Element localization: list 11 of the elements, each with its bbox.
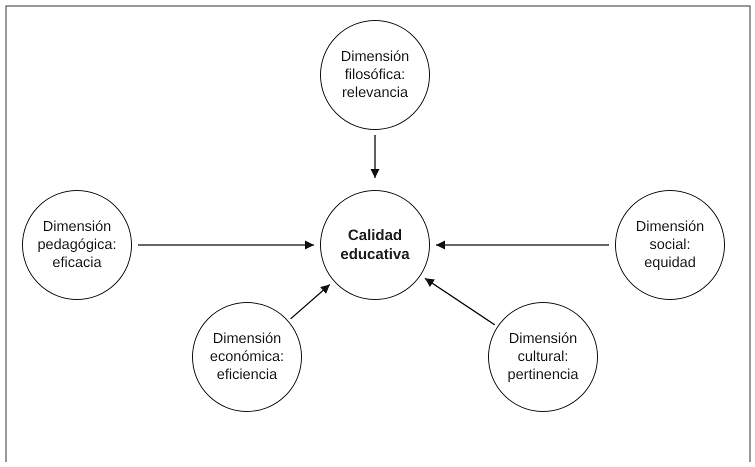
arrow — [370, 135, 380, 178]
node-label: Dimensión cultural: pertinencia — [506, 330, 580, 384]
arrow — [424, 278, 496, 326]
node-label: Dimensión social: equidad — [634, 218, 706, 272]
arrow — [290, 284, 330, 320]
node-label: Dimensión económica: eficiencia — [208, 330, 286, 384]
arrow — [138, 240, 314, 250]
node-label: Dimensión pedagógica: eficacia — [36, 218, 118, 272]
arrow — [436, 240, 609, 250]
node-label: Dimensión filosófica: relevancia — [340, 48, 410, 102]
node-label: Calidad educativa — [339, 226, 411, 264]
